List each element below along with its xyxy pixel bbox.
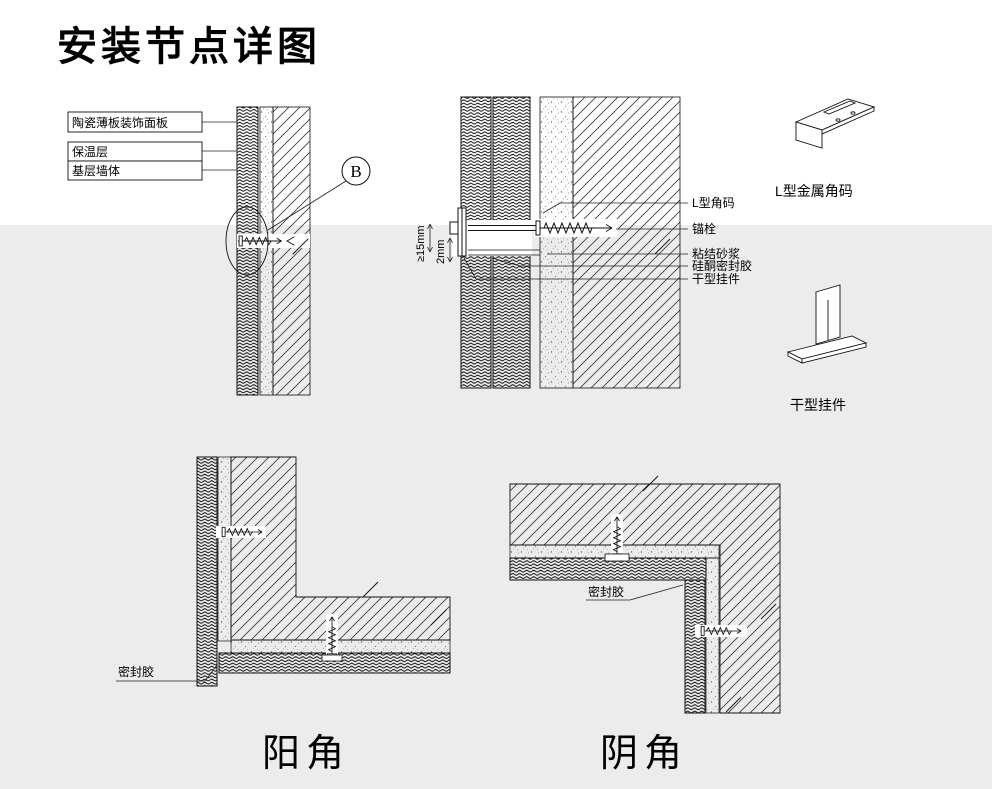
label-sealant: 密封胶 — [588, 584, 624, 599]
label-dry-hanger: 干型挂件 — [692, 272, 740, 286]
anchor-tip-arrow — [286, 236, 295, 246]
node-label-leaders — [463, 202, 688, 280]
panel-vertical — [196, 456, 218, 687]
base-wall — [509, 483, 781, 714]
label-dry-hanger-part: 干型挂件 — [790, 397, 846, 413]
dry-hanger-symbol — [449, 207, 467, 257]
base-wall-layer — [272, 106, 311, 396]
dim-min-embed: ≥15mm — [415, 225, 427, 262]
base-wall-layer — [572, 96, 681, 389]
base-wall — [230, 456, 451, 641]
break-mark — [362, 581, 379, 598]
label-bonding-mortar: 粘结砂浆 — [692, 246, 740, 261]
l-bracket-part — [794, 98, 876, 149]
caption-internal-corner: 阴角 — [600, 733, 688, 775]
callout-circle — [341, 156, 371, 186]
bolt-shaft — [468, 225, 536, 231]
callout-leader — [267, 180, 347, 231]
internal-corner-detail: 密封胶 — [509, 475, 781, 714]
label-insulation: 保温层 — [72, 145, 108, 159]
label-anchor-bolt: 锚栓 — [692, 221, 716, 236]
hanger-plate — [321, 654, 343, 662]
panel-layer — [236, 106, 259, 396]
dim-lines — [427, 223, 453, 263]
enlarged-node-detail: ≥15mm 2mm L型角码 锚栓 粘结砂浆 硅酮密封胶 干型挂件 — [415, 96, 752, 389]
insulation-layer — [259, 106, 274, 396]
mortar-vertical — [217, 456, 232, 642]
hanger-plate — [604, 553, 630, 562]
anchor-screw-symbol — [535, 220, 613, 236]
panel-vertical — [684, 579, 706, 714]
dim-gap: 2mm — [435, 240, 447, 264]
callout-letter: B — [350, 162, 361, 181]
page-title: 安装节点详图 — [57, 25, 321, 69]
label-l-bracket: L型角码 — [692, 196, 735, 210]
label-base-wall: 基层墙体 — [72, 164, 120, 178]
sealant-leader — [586, 584, 684, 601]
label-l-bracket-part: L型金属角码 — [775, 183, 853, 199]
sealant-leader — [116, 664, 218, 682]
external-corner-detail: 密封胶 — [116, 456, 451, 687]
label-leaders — [201, 121, 237, 171]
label-box-base-wall — [67, 160, 203, 181]
label-panel: 陶瓷薄板装饰面板 — [72, 115, 168, 130]
joint-lines — [468, 249, 540, 256]
dry-hanger-part — [786, 284, 868, 364]
wall-section-detail: 陶瓷薄板装饰面板 保温层 基层墙体 B — [67, 106, 371, 396]
label-silicone-sealant: 硅酮密封胶 — [692, 258, 752, 273]
detail-ellipse — [225, 206, 269, 276]
caption-external-corner: 阳角 — [262, 733, 350, 775]
mortar-horizontal — [230, 639, 451, 654]
mortar-layer — [539, 96, 574, 389]
label-sealant: 密封胶 — [118, 664, 154, 679]
